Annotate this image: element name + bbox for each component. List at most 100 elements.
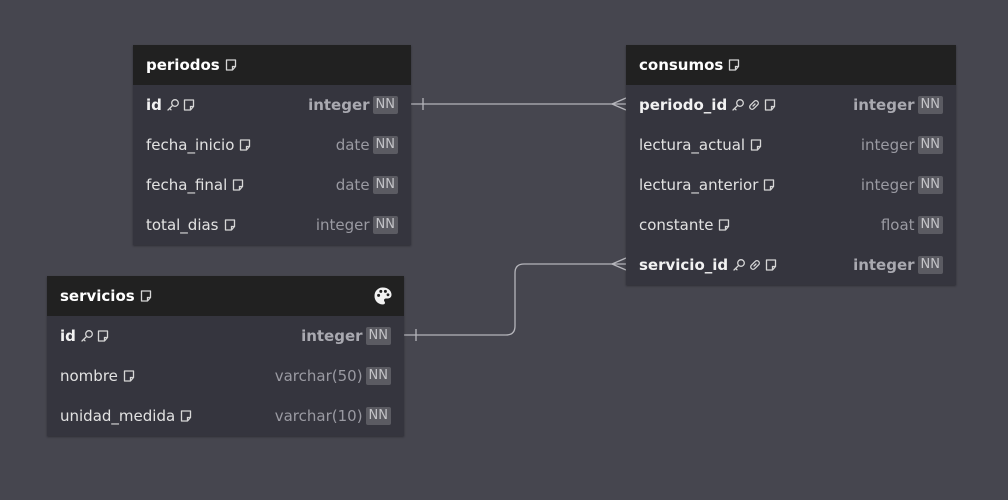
table-title: periodos [146, 56, 220, 74]
column-type: integer [315, 216, 370, 234]
note-icon[interactable] [231, 178, 245, 192]
column-type: integer [860, 136, 915, 154]
table-title: consumos [639, 56, 724, 74]
palette-icon[interactable] [373, 286, 393, 306]
column-name: nombre [60, 367, 118, 385]
column-name: fecha_inicio [146, 136, 235, 154]
column-name: fecha_final [146, 176, 228, 194]
key-icon [731, 98, 745, 112]
note-icon[interactable] [96, 329, 110, 343]
column-name: total_dias [146, 216, 219, 234]
column-name: id [60, 327, 76, 345]
table-title: servicios [60, 287, 135, 305]
table-header[interactable]: consumos [626, 45, 956, 85]
cardinality-many-marker [610, 97, 627, 111]
column-type: integer [308, 96, 370, 114]
column-type: integer [853, 256, 915, 274]
column-type: float [880, 216, 915, 234]
not-null-badge: NN [365, 327, 391, 345]
column-name-cell: unidad_medida [60, 407, 193, 425]
note-icon[interactable] [764, 258, 778, 272]
column-name-cell: fecha_inicio [146, 136, 252, 154]
column-name-cell: id [146, 96, 196, 114]
column-name-cell: lectura_actual [639, 136, 763, 154]
note-icon[interactable] [717, 218, 731, 232]
column-name: servicio_id [639, 256, 729, 274]
note-icon[interactable] [224, 58, 238, 72]
column-type: varchar(10) [274, 407, 363, 425]
column-name: constante [639, 216, 714, 234]
not-null-badge: NN [372, 136, 398, 154]
relation-line[interactable] [404, 263, 626, 336]
relation-periodos-consumos[interactable] [411, 97, 627, 111]
not-null-badge: NN [365, 367, 391, 385]
table-header[interactable]: servicios [47, 276, 404, 316]
note-icon[interactable] [762, 178, 776, 192]
relation-servicios-consumos[interactable] [404, 257, 627, 341]
table-header[interactable]: periodos [133, 45, 411, 85]
note-icon[interactable] [182, 98, 196, 112]
column-type: integer [860, 176, 915, 194]
column-row-nombre[interactable]: nombre varchar(50)NN [47, 356, 404, 396]
column-name: unidad_medida [60, 407, 176, 425]
cardinality-many-marker [610, 257, 627, 271]
column-name-cell: lectura_anterior [639, 176, 776, 194]
note-icon[interactable] [223, 218, 237, 232]
not-null-badge: NN [372, 96, 398, 114]
column-type: date [335, 176, 370, 194]
column-name: lectura_anterior [639, 176, 759, 194]
key-icon [80, 329, 94, 343]
column-type: integer [853, 96, 915, 114]
column-row-unidad-medida[interactable]: unidad_medida varchar(10)NN [47, 396, 404, 436]
note-icon[interactable] [749, 138, 763, 152]
link-icon [747, 98, 761, 112]
note-icon[interactable] [139, 289, 153, 303]
column-name-cell: id [60, 327, 110, 345]
column-name-cell: nombre [60, 367, 136, 385]
note-icon[interactable] [727, 58, 741, 72]
not-null-badge: NN [917, 216, 943, 234]
not-null-badge: NN [372, 176, 398, 194]
note-icon[interactable] [763, 98, 777, 112]
not-null-badge: NN [917, 256, 943, 274]
column-name-cell: servicio_id [639, 256, 778, 274]
note-icon[interactable] [122, 369, 136, 383]
note-icon[interactable] [179, 409, 193, 423]
column-name: lectura_actual [639, 136, 746, 154]
column-name: periodo_id [639, 96, 728, 114]
note-icon[interactable] [238, 138, 252, 152]
column-name-cell: fecha_final [146, 176, 245, 194]
column-type-cell: varchar(50)NN [275, 367, 391, 385]
not-null-badge: NN [917, 136, 943, 154]
not-null-badge: NN [917, 176, 943, 194]
column-type: integer [301, 327, 363, 345]
column-type-cell: varchar(10)NN [275, 407, 391, 425]
column-type: date [335, 136, 370, 154]
not-null-badge: NN [365, 407, 391, 425]
key-icon [732, 258, 746, 272]
